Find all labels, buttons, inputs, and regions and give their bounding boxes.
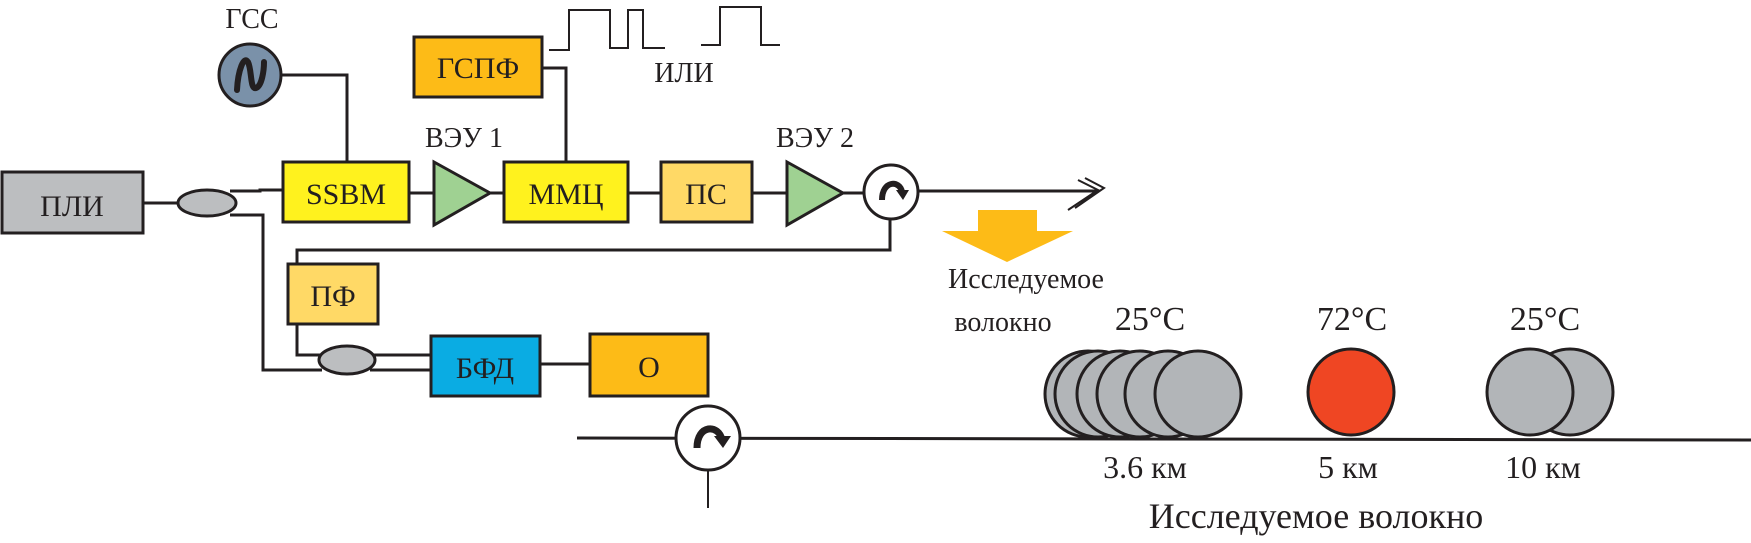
block-ssbm-label: SSBM	[306, 178, 386, 211]
gss-label: ГСС	[225, 4, 278, 35]
block-oscilloscope: О	[588, 332, 710, 398]
block-gss: ГСС	[217, 4, 283, 108]
fiber-under-test-caption: Исследуемое волокно	[1149, 496, 1483, 536]
fiber-spools	[1043, 347, 1615, 439]
block-ssbm: SSBM	[281, 160, 411, 224]
circulator-2	[674, 404, 742, 508]
down-arrow-icon	[942, 210, 1073, 262]
spool-temp-label-1: 25°C	[1115, 301, 1185, 338]
block-ps: ПС	[659, 160, 754, 224]
circulator-1	[862, 163, 920, 221]
wire-gspf-mmc	[542, 66, 568, 162]
fiber-under-test-label-line2: волокно	[954, 307, 1051, 338]
edfa1-label: ВЭУ 1	[425, 123, 503, 154]
block-gspf-label: ГСПФ	[437, 52, 519, 85]
block-pf: ПФ	[286, 262, 380, 326]
edfa2-amplifier-icon	[785, 159, 847, 228]
fiber-spool-2-coil-1	[1306, 347, 1396, 437]
block-gspf: ГСПФ	[412, 35, 544, 99]
wire-gss-ssbm	[282, 73, 349, 162]
block-bfd: БФД	[429, 334, 542, 398]
fiber-under-test-label-line1: Исследуемое	[948, 264, 1104, 295]
spool-length-label-2: 5 км	[1318, 449, 1378, 485]
block-pf-label: ПФ	[310, 280, 355, 313]
single-pulse-waveform	[701, 6, 780, 46]
edfa2-label: ВЭУ 2	[776, 123, 854, 154]
wire-circulator-pf	[295, 218, 892, 264]
circulator-arrow-icon	[879, 180, 905, 201]
sine-wave-icon	[234, 57, 267, 93]
block-mmc: ММЦ	[502, 160, 630, 224]
pulse-train-waveform	[549, 9, 665, 51]
block-pli: ПЛИ	[0, 170, 145, 235]
or-label: ИЛИ	[654, 58, 713, 89]
fiber-coupler-2	[317, 344, 377, 376]
fiber-coupler-1	[176, 188, 238, 218]
wire-pf-coupler	[295, 325, 322, 357]
block-pli-label: ПЛИ	[40, 190, 104, 223]
wire-coupler-ssbm	[230, 188, 282, 193]
block-oscilloscope-label: О	[638, 351, 660, 384]
spool-temp-label-2: 72°C	[1317, 301, 1387, 338]
fiber-baseline	[576, 436, 1751, 442]
block-ps-label: ПС	[685, 178, 727, 211]
edfa1-amplifier-icon	[432, 159, 494, 228]
spool-length-label-3: 10 км	[1505, 449, 1581, 485]
spool-temp-label-3: 25°C	[1510, 301, 1580, 338]
block-mmc-label: ММЦ	[528, 178, 603, 211]
block-bfd-label: БФД	[456, 352, 514, 385]
fiber-spool-1-coil-6	[1153, 349, 1243, 439]
fiber-break-icon	[1067, 177, 1106, 211]
fiber-spool-3-coil-2	[1485, 347, 1575, 437]
wire-coupler-reference	[230, 213, 322, 372]
spool-length-label-1: 3.6 км	[1103, 449, 1187, 485]
